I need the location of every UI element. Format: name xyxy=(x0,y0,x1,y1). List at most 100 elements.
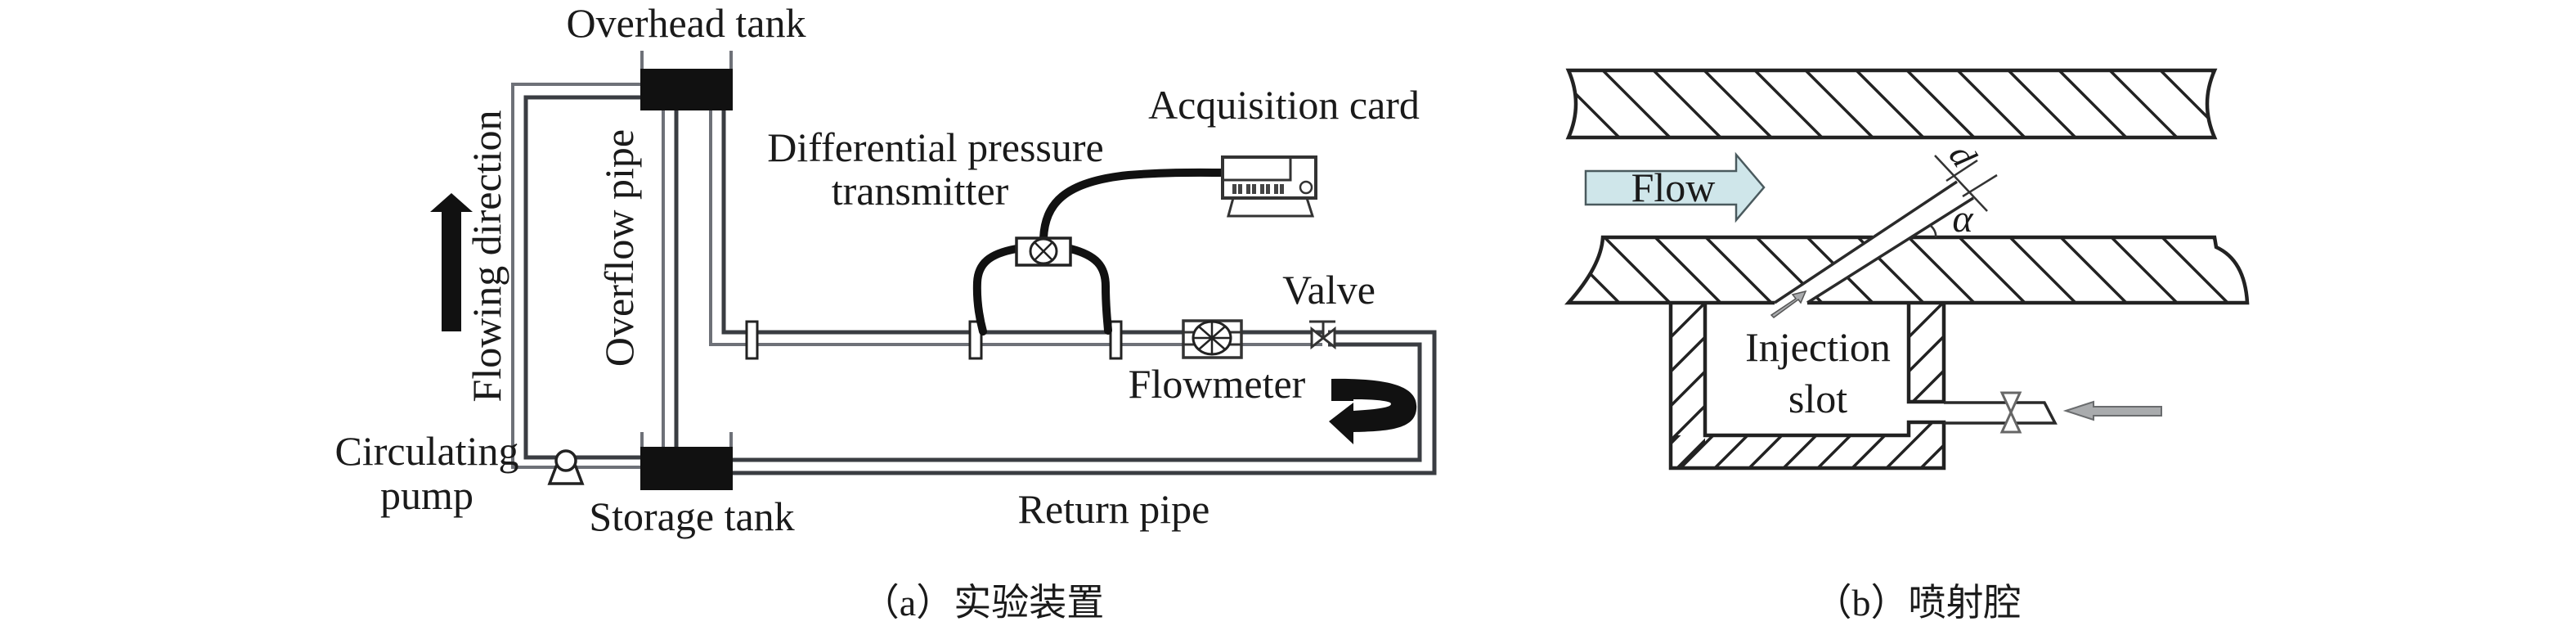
hatch-line xyxy=(2161,237,2229,303)
hatch-line xyxy=(2016,303,2115,402)
flow-arrow-shape xyxy=(1584,151,1766,223)
label-flow: Flow xyxy=(1631,164,1716,210)
hatch-line xyxy=(1958,237,2026,303)
hatch-line xyxy=(1671,369,1705,408)
label-acquisition-card: Acquisition card xyxy=(1148,82,1420,128)
hatch-line xyxy=(1909,303,1944,340)
hatch-line xyxy=(1782,422,1844,468)
pipe-flanges xyxy=(745,320,1123,360)
label-differential-pressure-line1: Differential pressure xyxy=(767,124,1103,170)
angle-arc xyxy=(1929,224,1937,238)
label-injection-slot-line2: slot xyxy=(1788,376,1847,421)
flowmeter-icon xyxy=(1182,319,1243,359)
test-section-pipe xyxy=(709,110,1437,475)
hatch-line xyxy=(1753,70,1824,137)
label-injection-angle: α xyxy=(1952,197,1973,241)
hatch-line xyxy=(1568,237,1621,303)
hatch-line xyxy=(1981,303,2080,402)
panel-b-injection-cavity: Flow d α xyxy=(1564,68,2329,624)
hatch-line xyxy=(1679,422,1741,468)
hatch-line xyxy=(1652,70,1722,137)
hatch-line xyxy=(1947,303,2046,402)
overflow-pipe xyxy=(662,110,679,447)
hatch-line xyxy=(1568,70,1621,137)
panel-a-setup: Overhead tank Flowing direction Overflow… xyxy=(335,0,1437,624)
flow-direction-arrow-icon xyxy=(430,193,473,331)
label-return-pipe: Return pipe xyxy=(1018,486,1210,532)
hatch-line xyxy=(1748,422,1810,468)
hatch-line xyxy=(1816,422,1878,468)
label-injection-slot-line1: Injection xyxy=(1745,324,1891,370)
dimension-line-d xyxy=(1934,155,1988,212)
flange xyxy=(1109,320,1123,360)
hatch-line xyxy=(1671,335,1705,374)
hatch-line xyxy=(1601,70,1672,137)
hatch-line xyxy=(1568,70,1570,137)
hatch-line xyxy=(1855,70,1925,137)
hatch-line xyxy=(1603,237,1672,303)
hatch-line xyxy=(2059,237,2128,303)
hatch-line xyxy=(2007,70,2077,137)
valve-icon xyxy=(1309,320,1336,350)
caption-b: （b）喷射腔 xyxy=(1815,582,2022,624)
hatch-line xyxy=(1568,237,1570,303)
differential-pressure-transmitter-icon xyxy=(1015,236,1072,267)
hatch-line xyxy=(1671,422,1672,468)
return-flow-arrow-icon xyxy=(1329,378,1417,444)
hatch-line xyxy=(2262,70,2329,137)
hatch-line xyxy=(2110,237,2179,303)
hatch-line xyxy=(2210,70,2215,137)
hatch-line xyxy=(1671,303,1672,305)
hatch-line xyxy=(1703,70,1773,137)
hatch-line xyxy=(1955,409,2014,468)
label-overhead-tank: Overhead tank xyxy=(567,0,806,46)
inlet-arrow-icon xyxy=(2062,400,2162,421)
hatch-line xyxy=(1671,303,1705,340)
flow-arrow-icon: Flow xyxy=(1584,151,1766,223)
hatch-line xyxy=(2008,237,2077,303)
pressure-tap-cables xyxy=(972,168,1228,336)
hatch-line xyxy=(2264,237,2329,303)
inclined-injection-slot xyxy=(1770,155,1998,318)
hatch-line xyxy=(1804,70,1874,137)
label-storage-tank: Storage tank xyxy=(589,493,794,539)
hatch-line xyxy=(1713,422,1775,468)
hatch-line xyxy=(1856,237,1925,303)
hatch-line xyxy=(2108,70,2179,137)
hatch-line xyxy=(1806,237,1874,303)
label-flowmeter: Flowmeter xyxy=(1129,361,1306,407)
label-flowing-direction: Flowing direction xyxy=(464,110,509,403)
hatch-line xyxy=(1885,422,1944,468)
hatch-line xyxy=(1956,70,2026,137)
hatch-line xyxy=(1676,438,1705,468)
caption-a: （a）实验装置 xyxy=(862,582,1104,624)
hatch-line xyxy=(1671,422,1707,468)
hatch-line xyxy=(1911,368,1944,402)
flange xyxy=(745,320,759,360)
hatch-line xyxy=(1704,237,1773,303)
hatch-line xyxy=(1990,409,2049,468)
hatch-line xyxy=(1909,334,1944,374)
overhead-tank xyxy=(640,51,733,110)
hatch-line xyxy=(2159,70,2215,137)
hatch-line xyxy=(1851,422,1913,468)
acquisition-card-icon xyxy=(1221,155,1317,218)
lower-wall xyxy=(1564,235,2329,305)
label-valve: Valve xyxy=(1282,267,1376,313)
upper-wall xyxy=(1565,68,2329,140)
label-differential-pressure-line2: transmitter xyxy=(832,168,1009,214)
hatch-line xyxy=(2058,70,2128,137)
inlet-pipe xyxy=(1944,401,2058,425)
label-circulating-pump-line2: pump xyxy=(380,472,473,518)
hatch-line xyxy=(1654,237,1722,303)
flange xyxy=(968,320,983,360)
hatch-line xyxy=(1905,70,1976,137)
hatch-line xyxy=(1919,422,1944,468)
storage-tank xyxy=(640,432,733,490)
label-overflow-pipe: Overflow pipe xyxy=(596,129,642,367)
hatch-line xyxy=(1907,237,1976,303)
injection-chamber xyxy=(1668,303,2115,471)
inlet-valve-icon xyxy=(1999,391,2022,434)
circulating-pump-icon xyxy=(547,449,585,485)
